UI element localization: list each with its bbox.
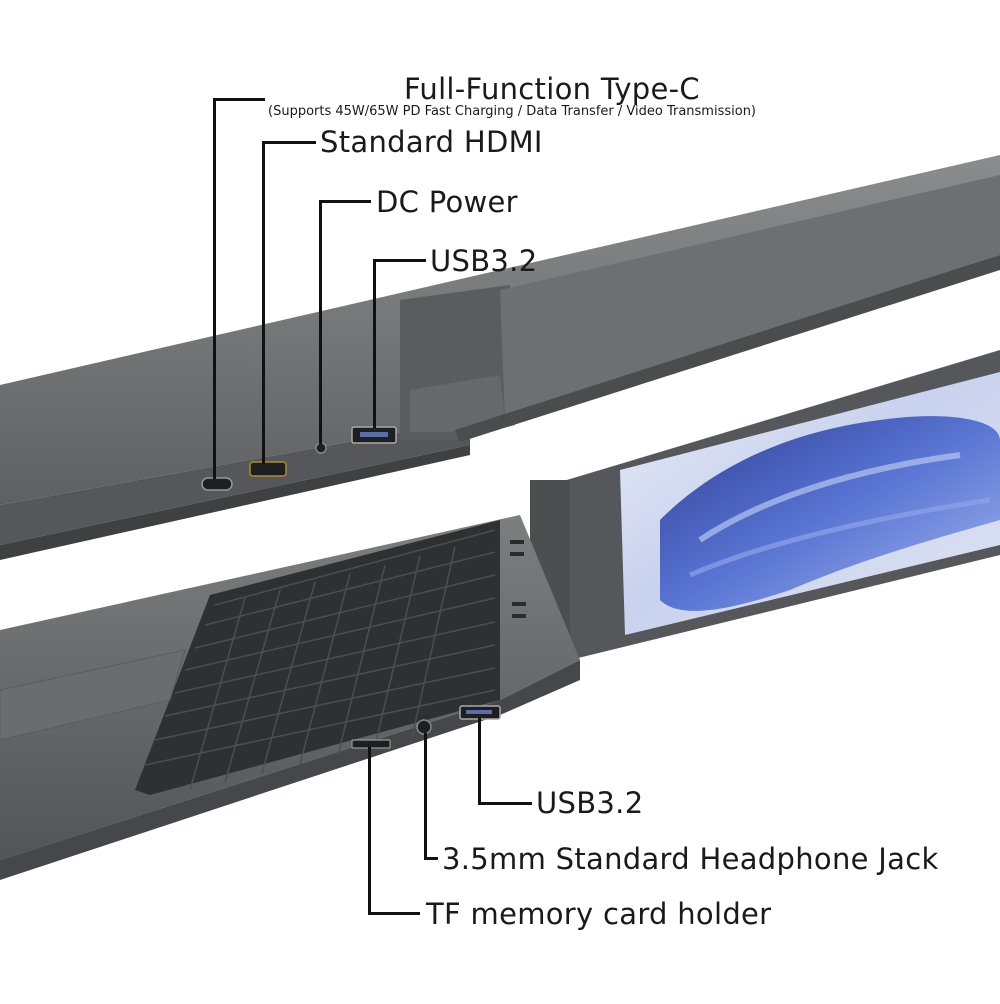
tf-card-slot [351,739,391,749]
type-c-leader-v [213,99,216,479]
dc-power-label: DC Power [376,185,518,219]
dc-power-port [315,442,327,454]
usb-top-label: USB3.2 [430,244,538,278]
usb-bottom-label: USB3.2 [536,786,644,820]
usb-top-leader-h [373,259,426,262]
type-c-port [201,477,233,491]
usb-bottom-leader-h [478,802,532,805]
dc-leader-v [319,201,322,444]
headphone-label: 3.5mm Standard Headphone Jack [442,842,939,876]
top-lid-right [500,175,1000,420]
headphone-jack [416,719,432,735]
tf-card-label: TF memory card holder [426,897,772,931]
top-laptop [0,155,1000,560]
top-lid-edge [455,255,1000,442]
hdmi-leader-h [262,141,316,144]
headphone-leader-h [424,857,438,860]
headphone-leader-v [424,733,427,859]
type-c-title: Full-Function Type-C [404,72,700,106]
touchpad [0,649,186,741]
top-bottom-strip [0,445,470,560]
hdmi-port [249,461,287,477]
speaker-grille [510,540,526,618]
top-hinge-face [410,375,505,432]
hdmi-leader-v [262,142,265,464]
top-side-edge [0,420,470,545]
base-edge [0,660,580,880]
hdmi-label: Standard HDMI [320,125,543,159]
type-c-leader-h [213,98,265,101]
usb-top-leader-v [373,260,376,428]
tf-leader-h [368,912,420,915]
bottom-laptop [0,350,1000,880]
dc-leader-h [319,200,371,203]
keyboard-keys [144,529,496,791]
type-c-subtitle: (Supports 45W/65W PD Fast Charging / Dat… [268,104,757,119]
tf-leader-v [368,747,371,914]
usb-bottom-leader-v [478,718,481,804]
keyboard [135,520,500,795]
